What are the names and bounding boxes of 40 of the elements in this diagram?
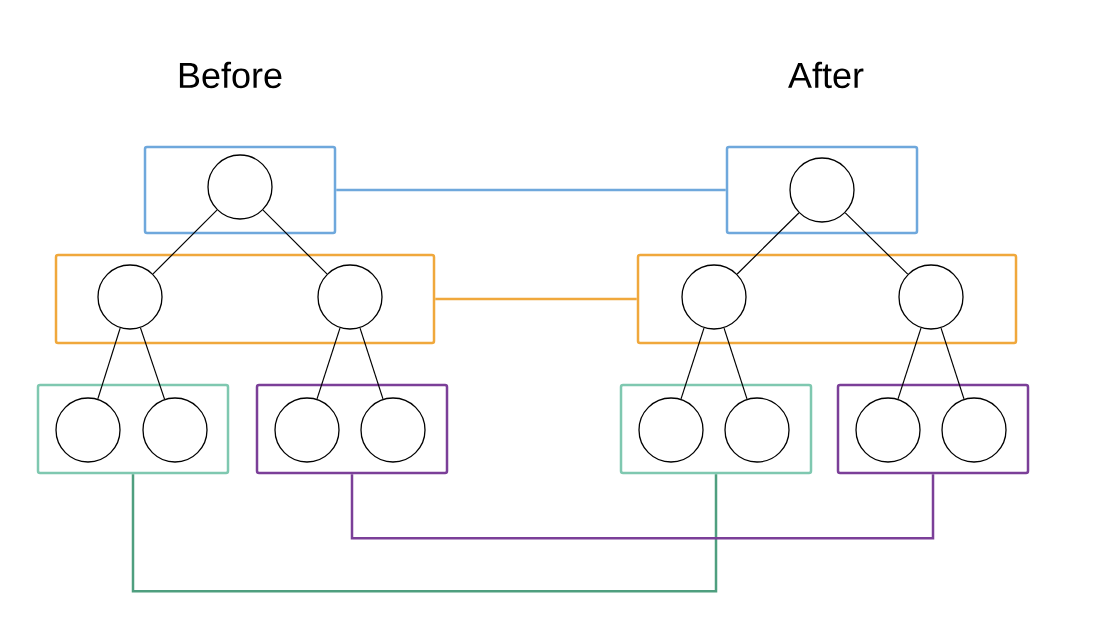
- connector-line: [844, 212, 909, 275]
- connector-line: [316, 327, 341, 400]
- tree-node: [898, 264, 964, 330]
- connector-line: [897, 327, 922, 400]
- tree-node: [681, 264, 747, 330]
- group-box: [143, 145, 337, 235]
- tree-node: [638, 397, 704, 463]
- connector-line: [435, 297, 637, 301]
- connector-line: [680, 327, 705, 400]
- connector-line: [97, 327, 121, 400]
- tree-node: [941, 397, 1007, 463]
- tree-heading: Before: [179, 61, 282, 89]
- tree-node: [207, 154, 273, 220]
- tree-node: [855, 397, 921, 463]
- connector-line: [131, 474, 718, 593]
- tree-node: [724, 397, 790, 463]
- tree-node: [317, 264, 383, 330]
- tree-node: [360, 397, 426, 463]
- connector-line: [723, 327, 748, 400]
- connector-line: [336, 188, 726, 192]
- group-box: [636, 253, 1018, 345]
- connector-line: [139, 327, 166, 400]
- tree-heading: After: [788, 61, 864, 89]
- connector-line: [262, 209, 328, 275]
- tree-node: [274, 397, 340, 463]
- group-box: [36, 383, 230, 475]
- group-box: [619, 383, 813, 475]
- tree-node: [789, 157, 855, 223]
- connector-line: [152, 209, 218, 275]
- group-box: [725, 145, 919, 235]
- group-box: [255, 383, 449, 475]
- connector-line: [940, 327, 965, 400]
- tree-node: [55, 397, 121, 463]
- connector-line: [359, 327, 384, 400]
- tree-node: [142, 397, 208, 463]
- connector-line: [350, 474, 935, 540]
- tree-node: [97, 264, 163, 330]
- group-box: [54, 253, 436, 345]
- group-box: [836, 383, 1030, 475]
- connector-line: [736, 212, 800, 275]
